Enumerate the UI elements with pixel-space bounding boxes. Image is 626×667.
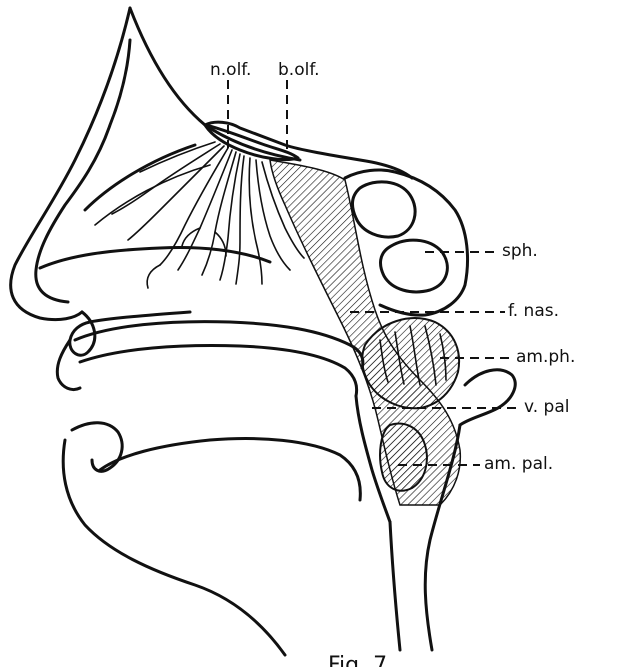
tongue-outline bbox=[100, 439, 360, 500]
label-am-ph: am.ph. bbox=[516, 347, 575, 367]
anterior-pharyngeal-wall bbox=[390, 522, 400, 650]
label-sph: sph. bbox=[502, 241, 538, 261]
upper-lip bbox=[57, 340, 80, 390]
label-n-olf: n.olf. bbox=[210, 60, 251, 80]
chin-jaw-outline bbox=[63, 440, 285, 655]
sphenoid-sinus-upper bbox=[353, 182, 416, 237]
palate-lower-line bbox=[80, 346, 357, 396]
label-f-nas: f. nas. bbox=[508, 301, 559, 321]
label-v-pal: v. pal bbox=[524, 397, 569, 417]
label-am-pal: am. pal. bbox=[484, 454, 553, 474]
sphenoid-sinus-lower bbox=[381, 240, 448, 292]
uvula bbox=[460, 370, 515, 425]
middle-turbinate-line bbox=[95, 165, 210, 225]
olfactory-bulb bbox=[205, 125, 298, 160]
lower-lip bbox=[72, 423, 122, 472]
figure-caption: Fig. 7 bbox=[328, 653, 387, 667]
inferior-turbinate-line bbox=[40, 248, 270, 268]
palatine-tonsil bbox=[380, 424, 427, 491]
label-b-olf: b.olf. bbox=[278, 60, 319, 80]
nostril-outline bbox=[70, 312, 190, 355]
face-profile-outline bbox=[11, 8, 130, 320]
